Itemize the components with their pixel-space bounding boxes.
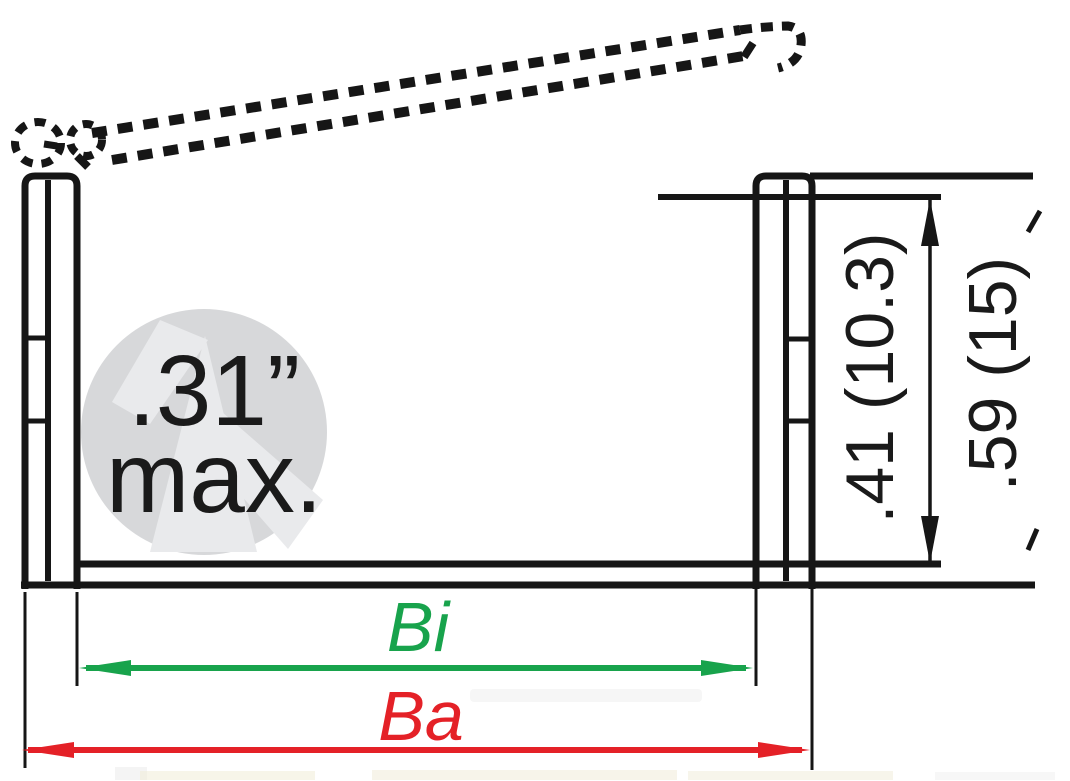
- depth-dimensions: [23, 199, 1043, 770]
- faint-strip-3: [688, 771, 893, 780]
- outer-width-arrow-left: [22, 742, 74, 758]
- flap-end-tick: [740, 40, 757, 60]
- left-wall-outline: [21, 172, 81, 589]
- inner-width-arrow-right: [701, 660, 753, 676]
- outer-depth-tick-top: [1025, 209, 1043, 234]
- max-gap-qualifier: max.: [106, 422, 323, 534]
- faint-blob: [115, 767, 147, 780]
- outer-width-arrow-right: [758, 742, 810, 758]
- max-gap-value: .31”: [128, 335, 300, 447]
- scan-artifacts: [115, 689, 1055, 780]
- outer-width-dimension: Ba: [22, 677, 810, 758]
- inner-width-label: Bi: [387, 588, 452, 666]
- flap-end-hook: [739, 21, 806, 73]
- watermark-badge: .31” max.: [81, 309, 327, 555]
- flap-bottom-edge: [111, 51, 745, 165]
- inner-width-arrow-left: [79, 660, 131, 676]
- outer-depth-label: .59 (15): [955, 257, 1031, 491]
- outer-depth-tick-bottom: [1025, 528, 1040, 551]
- outer-width-label: Ba: [378, 677, 464, 755]
- inner-depth-label: .41 (10.3): [832, 232, 908, 523]
- hinge-dash-1: [43, 140, 58, 150]
- watermark-mark-1: [150, 336, 257, 552]
- flap-hinge-curl: [66, 120, 106, 160]
- flap-hinge-outer: [11, 118, 65, 168]
- right-wall-outline: [752, 172, 816, 589]
- faint-strip-2: [372, 770, 677, 780]
- flap-top-edge: [91, 25, 741, 138]
- flap-dashed-outline: [11, 21, 806, 170]
- watermark-mark-2: [206, 398, 323, 549]
- faint-strip-1: [140, 771, 315, 780]
- inner-depth-arrow-up: [921, 199, 939, 246]
- watermark-mark-3: [112, 320, 208, 424]
- hinge-dash-2: [74, 153, 91, 170]
- inner-width-dimension: Bi: [79, 588, 753, 676]
- faint-strip-4: [935, 772, 1055, 780]
- faint-band: [470, 689, 702, 702]
- channel-profile: [21, 172, 1035, 589]
- inner-depth-arrow-down: [921, 516, 939, 563]
